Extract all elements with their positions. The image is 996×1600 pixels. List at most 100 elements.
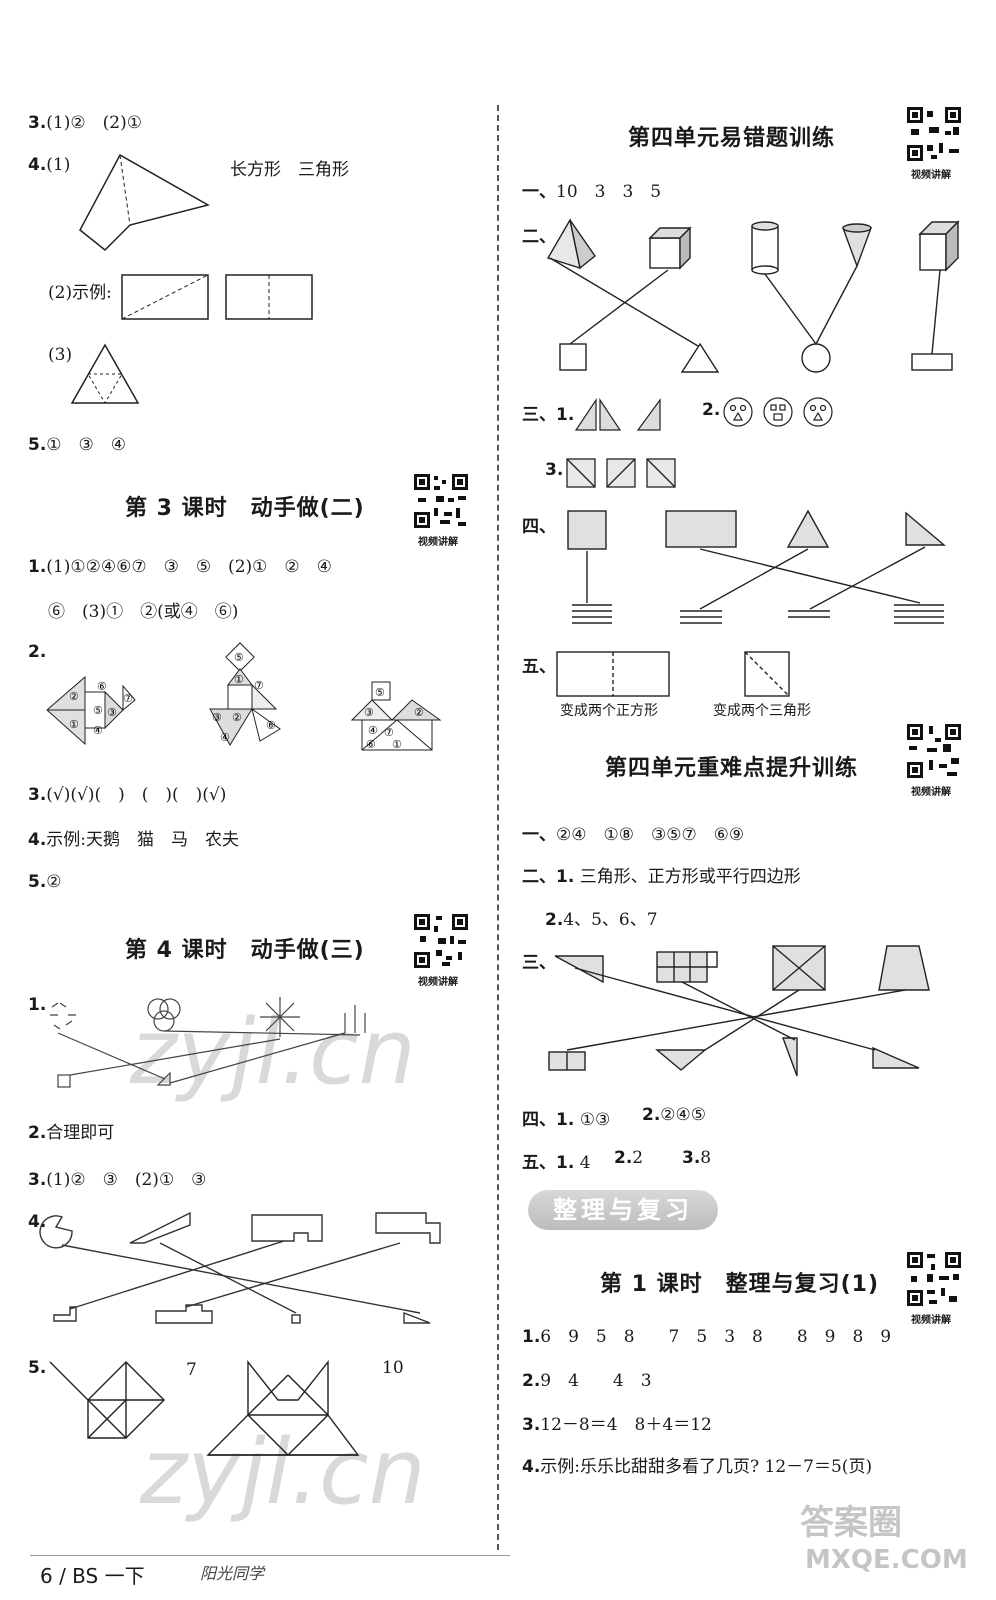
lesson4-q5-figures — [49, 1359, 360, 1456]
q4-rectangle-examples — [121, 274, 313, 320]
svg-text:⑤: ⑤ — [375, 686, 385, 699]
lesson4-q4: 4. — [28, 1212, 47, 1232]
errors-s3-q2-faces — [723, 397, 833, 427]
svg-text:⑤: ⑤ — [234, 651, 244, 664]
lesson3-q4: 4.示例:天鹅 猫 马 农夫 — [28, 830, 240, 850]
errors-s2-matching — [546, 218, 960, 373]
svg-text:⑥: ⑥ — [97, 680, 107, 693]
lesson4-q2: 2.合理即可 — [28, 1123, 115, 1143]
q4-triangle-figure — [70, 343, 140, 404]
key-s5: 五、1. 4 — [522, 1153, 591, 1173]
q4-sub3-label: (3) — [48, 345, 73, 365]
svg-text:④: ④ — [368, 724, 378, 737]
key-s2-q1: 二、1. 三角形、正方形或平行四边形 — [522, 867, 801, 887]
key-s3: 三、 — [522, 953, 556, 973]
qr-label: 视频讲解 — [911, 787, 951, 798]
svg-text:⑦: ⑦ — [123, 692, 133, 705]
qr-code-icon[interactable] — [412, 472, 470, 530]
errors-s1: 一、10 3 3 5 — [522, 182, 662, 202]
watermark-zyjl-bottom: zyjl.cn — [140, 1420, 426, 1525]
unit4-key-title: 第四单元重难点提升训练 — [605, 756, 859, 781]
qr-label: 视频讲解 — [418, 537, 458, 548]
key-s5-q3: 3.8 — [682, 1148, 712, 1168]
svg-text:③: ③ — [212, 711, 222, 724]
errors-s5-shapes — [556, 651, 790, 697]
lesson3-q3: 3.(√)(√)( ) ( )( )(√) — [28, 785, 227, 805]
review-q4: 4.示例:乐乐比甜甜多看了几页? 12－7＝5(页) — [522, 1457, 873, 1477]
svg-text:①: ① — [234, 673, 244, 686]
lesson4-q1: 1. — [28, 995, 47, 1015]
lesson4-q1-matching — [50, 997, 366, 1088]
svg-text:③: ③ — [107, 706, 117, 719]
qr-label: 视频讲解 — [911, 1315, 951, 1326]
qr-label: 视频讲解 — [418, 977, 458, 988]
qr-label: 视频讲解 — [911, 170, 951, 181]
errors-s5: 五、 — [522, 657, 556, 677]
svg-text:②: ② — [69, 690, 79, 703]
column-divider — [497, 105, 499, 1550]
watermark-mxqe: MXQE.COM — [805, 1545, 968, 1575]
qr-code-icon[interactable] — [905, 722, 963, 780]
unit4-errors-title: 第四单元易错题训练 — [628, 126, 836, 151]
lesson3-q1-line1: 1.(1)①②④⑥⑦ ③ ⑤ (2)① ② ④ — [28, 557, 332, 577]
qr-code-icon[interactable] — [905, 1250, 963, 1308]
key-s3-matching — [548, 945, 930, 1077]
q4-answer: 长方形 三角形 — [230, 160, 349, 180]
q4-sub2-label: (2)示例: — [48, 283, 112, 303]
page-number: 6 / BS 一下 — [40, 1564, 145, 1588]
lesson3-title: 第 3 课时 动手做(二) — [125, 496, 365, 521]
key-s2-q2: 2.4、5、6、7 — [545, 910, 658, 930]
key-s5-q2: 2.2 — [614, 1148, 644, 1168]
svg-text:⑦: ⑦ — [254, 679, 264, 692]
errors-s3-q2: 2. — [702, 400, 721, 420]
errors-s3-q3: 3. — [545, 460, 564, 480]
qr-code-icon[interactable] — [905, 105, 963, 163]
svg-text:③: ③ — [364, 706, 374, 719]
brand-logo: 阳光同学 — [200, 1564, 265, 1583]
review-q3: 3.12－8＝4 8＋4＝12 — [522, 1415, 712, 1435]
q5-answer-7: 7 — [186, 1360, 197, 1380]
svg-text:⑥: ⑥ — [366, 738, 376, 751]
svg-text:⑦: ⑦ — [384, 726, 394, 739]
lesson4-q5: 5. — [28, 1358, 47, 1378]
review-title: 第 1 课时 整理与复习(1) — [600, 1272, 880, 1297]
review-q2: 2.9 4 4 3 — [522, 1371, 652, 1391]
tangram-house: ⑤③ ② ④⑥ ①⑦ — [350, 681, 442, 751]
errors-s3: 三、1. — [522, 405, 575, 425]
key-s1: 一、②④ ①⑧ ③⑤⑦ ⑥⑨ — [522, 825, 745, 845]
q4-folded-paper-figure — [79, 153, 210, 252]
lesson4-q4-matching — [39, 1211, 441, 1324]
q5-answer-10: 10 — [382, 1358, 404, 1378]
errors-s3-q1-shapes — [574, 398, 661, 431]
errors-s2: 二、 — [522, 227, 556, 247]
svg-text:②: ② — [232, 711, 242, 724]
lesson3-q5: 5.② — [28, 872, 62, 892]
lesson3-q1-line2: ⑥ (3)① ②(或④ ⑥) — [48, 602, 239, 622]
lesson3-q2: 2. — [28, 642, 47, 662]
review-banner: 整理与复习 — [528, 1190, 718, 1230]
left-q5: 5.① ③ ④ — [28, 435, 127, 455]
errors-s5-caption1: 变成两个正方形 — [560, 703, 658, 719]
svg-text:②: ② — [414, 706, 424, 719]
svg-text:④: ④ — [93, 724, 103, 737]
key-s4-q2: 2.②④⑤ — [642, 1105, 707, 1125]
lesson4-q3: 3.(1)② ③ (2)① ③ — [28, 1170, 207, 1190]
qr-code-icon[interactable] — [412, 912, 470, 970]
watermark-daanquan: 答案圈 — [800, 1503, 902, 1543]
lesson4-title: 第 4 课时 动手做(三) — [125, 938, 365, 963]
svg-text:⑤: ⑤ — [93, 704, 103, 717]
errors-s5-caption2: 变成两个三角形 — [713, 703, 811, 719]
svg-text:④: ④ — [220, 731, 230, 744]
svg-text:①: ① — [392, 738, 402, 751]
svg-text:①: ① — [69, 718, 79, 731]
errors-s4-matching — [567, 509, 946, 624]
key-s4: 四、1. ①③ — [522, 1110, 611, 1130]
review-q1: 1.6 9 5 8 7 5 3 8 8 9 8 9 — [522, 1327, 892, 1347]
svg-text:⑥: ⑥ — [266, 719, 276, 732]
errors-s3-q3-squares — [566, 458, 676, 488]
left-q4: 4.(1) — [28, 155, 71, 175]
footer-rule — [30, 1555, 510, 1556]
errors-s4: 四、 — [522, 517, 556, 537]
